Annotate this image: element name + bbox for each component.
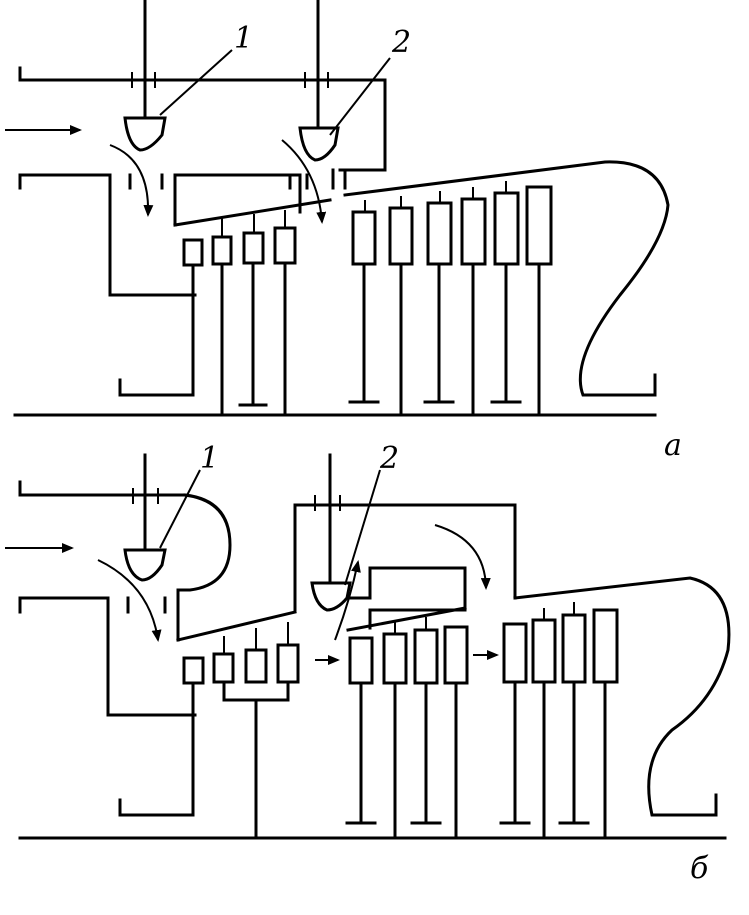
flow-arrow	[434, 524, 491, 590]
blade	[182, 238, 204, 267]
leader-line-1	[159, 469, 201, 549]
flow-arrow	[281, 139, 327, 224]
flow-arrow	[334, 560, 361, 641]
casing-left	[18, 173, 197, 297]
blade	[502, 622, 528, 684]
blade	[211, 235, 233, 266]
steam-pipe-top	[18, 480, 187, 497]
valve-2	[298, 126, 340, 162]
rotor-disc	[118, 681, 195, 817]
blade	[388, 206, 414, 266]
blade	[426, 201, 453, 266]
hp-casing-wall	[173, 198, 332, 227]
blade	[273, 226, 297, 265]
lp-casing-wall	[513, 576, 731, 817]
crossover-box	[346, 566, 467, 612]
blade	[413, 628, 439, 685]
blade	[382, 632, 408, 685]
valve-label-2: 2	[391, 25, 411, 60]
rotor-bridge	[222, 680, 290, 702]
diagram-label-b: б	[690, 851, 709, 886]
diagram-label-a: а	[664, 428, 682, 463]
steam-pipe-loop	[176, 493, 232, 592]
valve-1	[123, 116, 167, 152]
flow-arrow	[97, 559, 162, 642]
blade	[460, 197, 487, 266]
leader-line-2	[329, 57, 391, 136]
im-casing-wall	[346, 606, 467, 632]
valve-label-1: 1	[200, 441, 219, 476]
lp-casing-wall	[343, 160, 670, 397]
blade	[525, 185, 553, 266]
valve-label-2: 2	[379, 441, 399, 476]
blade	[276, 643, 300, 684]
hp-casing-wall	[176, 610, 297, 642]
blade	[592, 608, 619, 684]
valve-2	[310, 581, 352, 612]
blade	[351, 210, 377, 266]
blade	[244, 648, 268, 684]
blade	[561, 613, 587, 684]
diagram-a: 1 2 а	[5, 0, 682, 463]
nozzle-chest	[173, 173, 302, 227]
blade	[242, 231, 265, 265]
blade	[212, 652, 235, 684]
blade	[493, 191, 520, 266]
flow-arrow	[109, 144, 154, 217]
valve-label-1: 1	[234, 21, 253, 56]
casing-left	[18, 596, 197, 717]
blade	[443, 625, 469, 685]
valve-1	[123, 548, 167, 582]
leader-line-2	[344, 469, 381, 586]
steam-pipe-top	[18, 66, 387, 172]
leader-line-1	[159, 49, 233, 116]
blade	[348, 636, 374, 685]
rotor-disc	[118, 263, 195, 397]
diagram-b: 1 2 б	[5, 441, 731, 886]
blade	[182, 656, 205, 685]
blade	[531, 618, 557, 684]
steam-pipe-second	[293, 503, 517, 612]
